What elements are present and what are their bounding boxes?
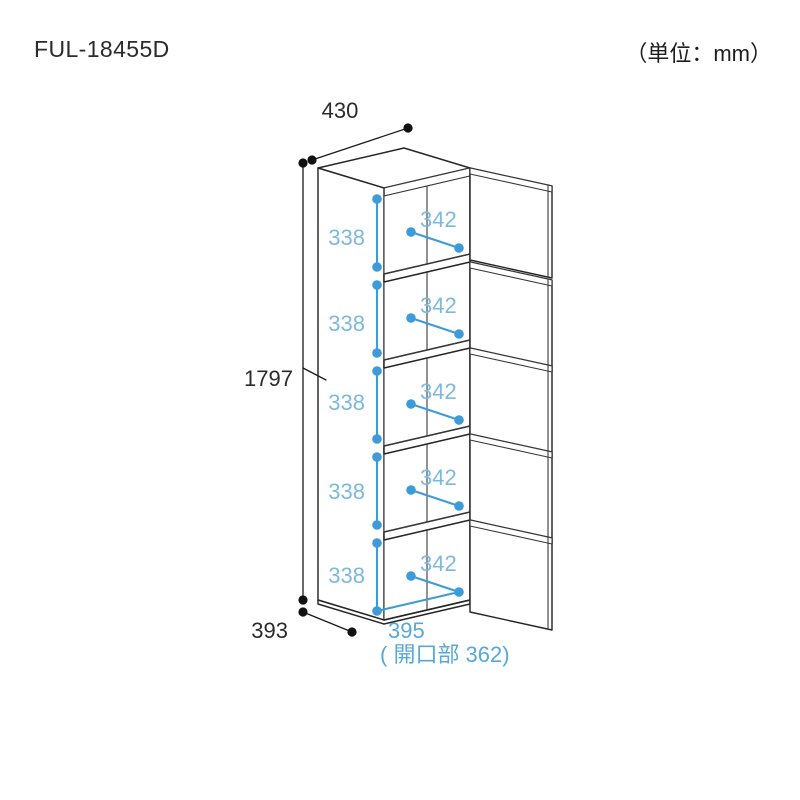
dimension-height-label: 1797	[244, 366, 293, 391]
compartment-height-label: 338	[328, 479, 365, 504]
compartment-dimension: 338 342	[328, 538, 464, 616]
compartment-height-label: 338	[328, 390, 365, 415]
unit-note-label: （単位：mm）	[625, 41, 772, 66]
inner-width-label: 395	[388, 618, 425, 643]
compartment-dimension: 338 342	[328, 366, 464, 444]
compartment-dimension: 338 342	[328, 280, 464, 358]
opening-note-label: ( 開口部 362)	[380, 642, 510, 667]
dimension-width-430: 430	[307, 98, 413, 165]
dimension-inner-width-395: 395 ( 開口部 362)	[375, 590, 510, 667]
compartment-dimension: 338 342	[328, 194, 464, 272]
compartment-width-label: 342	[420, 379, 457, 404]
door-panel	[469, 167, 553, 279]
door-panel	[469, 347, 553, 459]
cabinet-bottom-front-line	[383, 599, 471, 621]
compartment-width-label: 342	[420, 465, 457, 490]
compartment-dimension: 338 342	[328, 452, 464, 530]
dimension-depth-393: 393	[251, 607, 357, 643]
door-panel	[469, 519, 553, 631]
compartment-width-label: 342	[420, 293, 457, 318]
model-number-label: FUL-18455D	[34, 36, 170, 62]
compartment-height-label: 338	[328, 563, 365, 588]
compartment-width-label: 342	[420, 551, 457, 576]
door-panel	[469, 433, 553, 545]
compartment-height-label: 338	[328, 311, 365, 336]
door-panel	[469, 261, 553, 373]
dimension-depth-label: 393	[251, 618, 288, 643]
cabinet-shelves	[383, 253, 471, 541]
dimension-width-label: 430	[322, 98, 359, 123]
compartment-width-label: 342	[420, 207, 457, 232]
cabinet-doors	[469, 167, 553, 631]
compartment-height-label: 338	[328, 225, 365, 250]
dimension-height-1797: 1797	[244, 158, 327, 605]
